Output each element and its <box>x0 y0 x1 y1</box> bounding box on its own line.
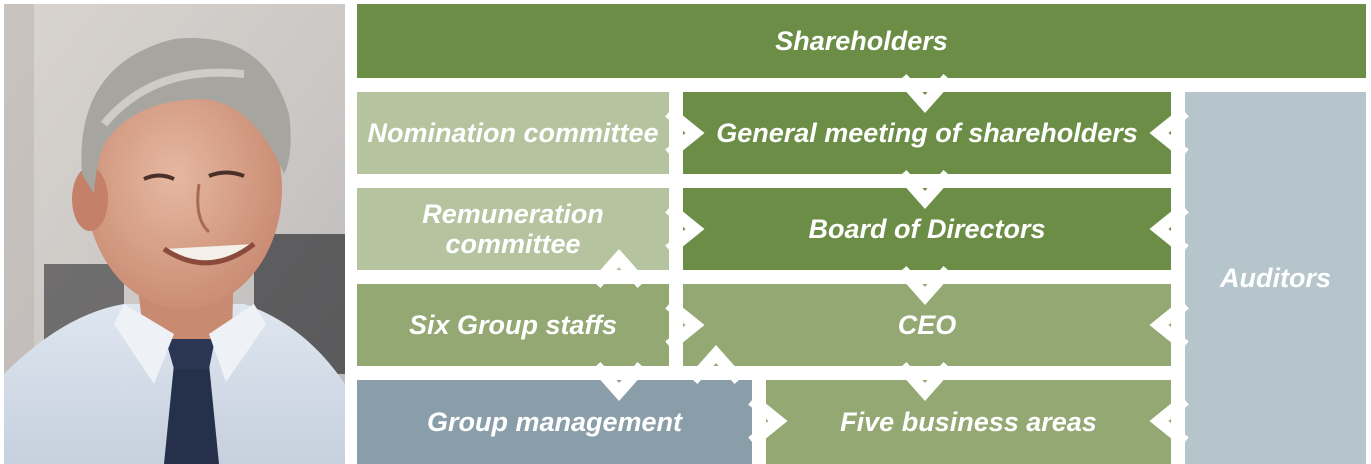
general-meeting-box: General meeting of shareholders <box>683 92 1171 174</box>
business-areas-box: Five business areas <box>766 380 1171 464</box>
nomination-committee-box: Nomination committee <box>357 92 669 174</box>
remuneration-committee-label: Remuneration committee <box>422 198 604 259</box>
board-of-directors-label: Board of Directors <box>808 213 1046 244</box>
business-areas-label: Five business areas <box>840 406 1097 437</box>
ceo-box: CEO <box>683 284 1171 366</box>
group-management-label: Group management <box>426 406 683 437</box>
remuneration-committee-box: Remuneration committee <box>357 188 669 270</box>
shareholders-label: Shareholders <box>775 25 948 56</box>
group-staffs-label: Six Group staffs <box>408 309 618 340</box>
auditors-box: Auditors <box>1185 92 1366 464</box>
portrait-image <box>4 4 345 464</box>
ceo-label: CEO <box>897 309 957 340</box>
group-staffs-box: Six Group staffs <box>357 284 669 366</box>
shareholders-box: Shareholders <box>357 4 1366 78</box>
group-management-box: Group management <box>357 380 752 464</box>
general-meeting-label: General meeting of shareholders <box>716 117 1138 148</box>
auditors-label: Auditors <box>1220 262 1331 293</box>
portrait-photo <box>4 4 345 464</box>
board-of-directors-box: Board of Directors <box>683 188 1171 270</box>
nomination-committee-label: Nomination committee <box>367 117 659 148</box>
